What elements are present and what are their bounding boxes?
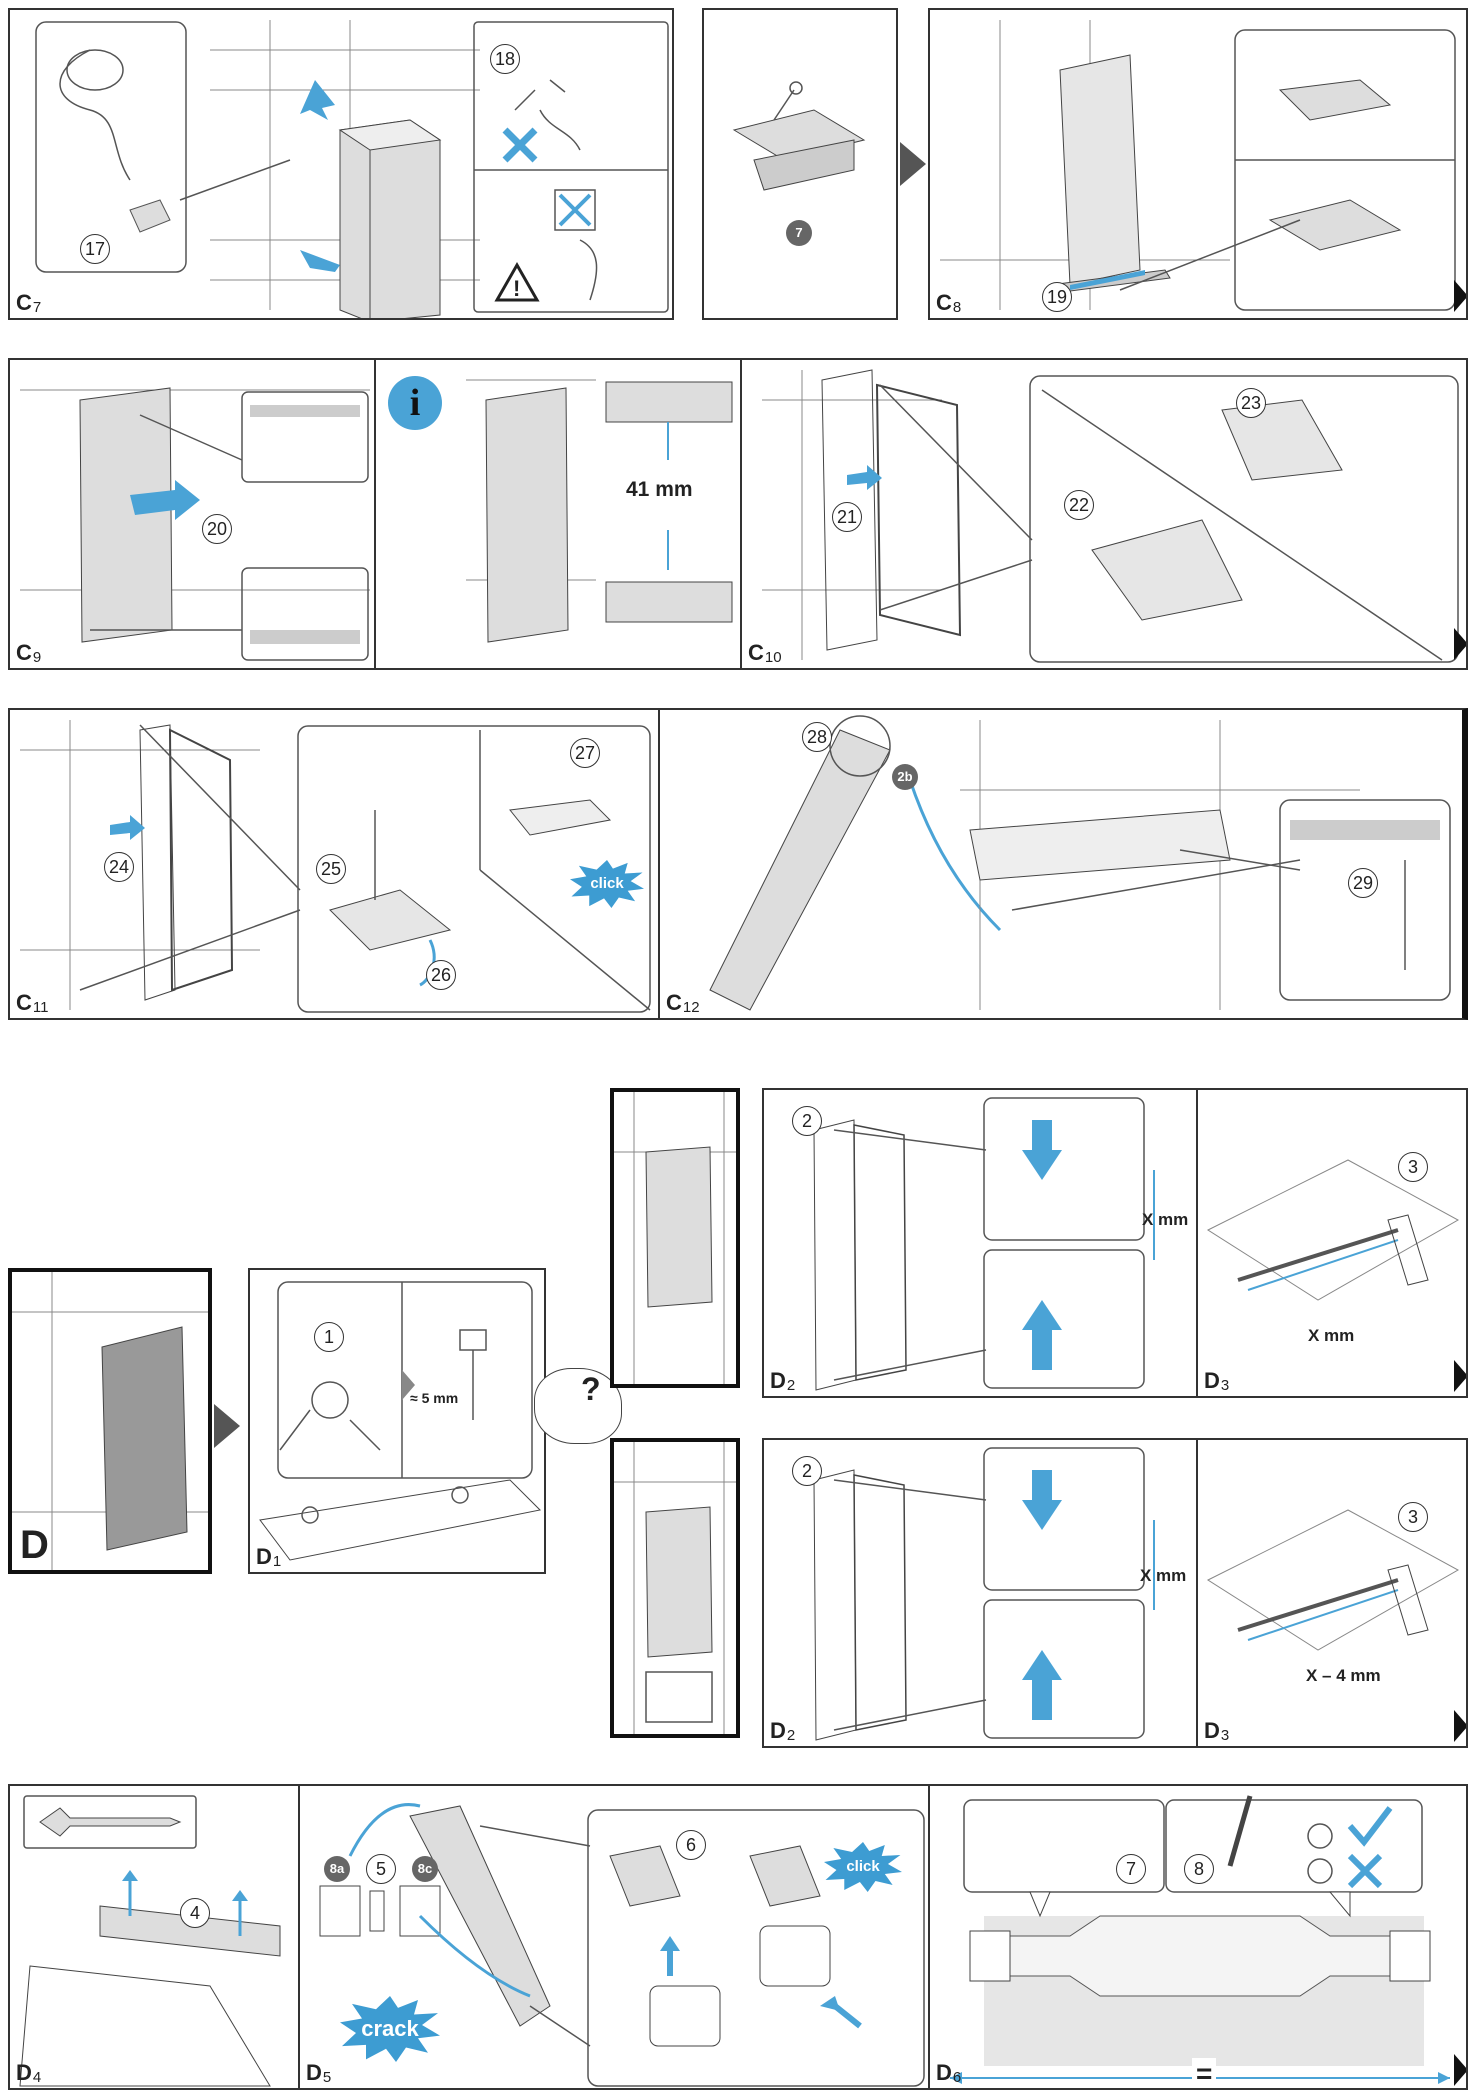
- panel-d6: 7 8 = D6: [928, 1784, 1468, 2090]
- panel-c8-part: 7: [702, 8, 898, 320]
- step-number: 28: [802, 722, 832, 752]
- panel-label: D2: [770, 1368, 796, 1394]
- panel-label: C12: [666, 990, 700, 1016]
- step-number: 8: [1184, 1854, 1214, 1884]
- panel-info: i 41 mm: [374, 358, 742, 670]
- step-number: 2: [792, 1106, 822, 1136]
- illustration-c8: [940, 20, 1456, 311]
- panel-d5: 8a 5 8c crack 6 click D5: [298, 1784, 930, 2090]
- step-number: 25: [316, 854, 346, 884]
- panel-d1: 1 ≈ 5 mm D1: [248, 1268, 546, 1574]
- panel-c7: ! 17 18 C7: [8, 8, 674, 320]
- illustration-d5: [319, 1803, 925, 2087]
- gap-measure: 41 mm: [626, 478, 693, 501]
- step-number: 27: [570, 738, 600, 768]
- panel-c10: 21 22 23 C10: [740, 358, 1468, 670]
- panel-c11: 24 25 26 27 click C11: [8, 708, 660, 1020]
- step-number: 7: [1116, 1854, 1146, 1884]
- next-arrow-icon: [214, 1404, 240, 1448]
- panel-label: D4: [16, 2060, 42, 2086]
- panel-d2-a: 2 X mm D2: [762, 1088, 1198, 1398]
- step-number: 1: [314, 1322, 344, 1352]
- panel-label: D6: [936, 2060, 962, 2086]
- continue-arrow-icon: [1454, 628, 1466, 660]
- bracket-illustration: [732, 81, 866, 191]
- illustration-variant-b: [614, 1442, 736, 1734]
- panel-d4: 4 D4: [8, 1784, 300, 2090]
- illustration-variant-a: [614, 1092, 736, 1384]
- illustration-c12: [709, 715, 1451, 1011]
- illustration-c9: [20, 387, 370, 661]
- step-number: 3: [1398, 1502, 1428, 1532]
- panel-c9: 20 C9: [8, 358, 376, 670]
- info-icon: i: [388, 376, 442, 430]
- step-number: 22: [1064, 490, 1094, 520]
- panel-label: D3: [1204, 1718, 1230, 1744]
- step-number: 23: [1236, 388, 1266, 418]
- panel-label: D5: [306, 2060, 332, 2086]
- panel-label: C11: [16, 990, 49, 1016]
- part-badge: 7: [786, 220, 812, 246]
- step-number: 20: [202, 514, 232, 544]
- continue-arrow-icon: [1454, 2054, 1466, 2086]
- step-number: 18: [490, 44, 520, 74]
- height-measure: X mm: [1142, 1210, 1189, 1229]
- panel-c12: 28 2b 29 C12: [658, 708, 1468, 1020]
- panel-label: D2: [770, 1718, 796, 1744]
- panel-d2-b: 2 X mm D2: [762, 1438, 1198, 1748]
- continue-arrow-icon: [1454, 280, 1466, 312]
- panel-d: D: [8, 1268, 212, 1574]
- gap-measure: ≈ 5 mm: [410, 1390, 459, 1406]
- illustration-d1: [259, 1281, 542, 1561]
- step-number: 17: [80, 234, 110, 264]
- step-number: 19: [1042, 282, 1072, 312]
- step-number: 2: [792, 1456, 822, 1486]
- panel-label: C9: [16, 640, 42, 666]
- step-number: 6: [676, 1830, 706, 1860]
- step-number: 21: [832, 502, 862, 532]
- continue-arrow-icon: [1454, 1360, 1466, 1392]
- illustration-c7: !: [35, 20, 669, 318]
- panel-variant-a: [610, 1088, 740, 1388]
- panel-d3-b: 3 X – 4 mm D3: [1196, 1438, 1468, 1748]
- panel-label: D1: [256, 1544, 282, 1570]
- step-number: 29: [1348, 868, 1378, 898]
- step-number: 3: [1398, 1152, 1428, 1182]
- equal-sign: =: [1192, 2058, 1217, 2088]
- illustration-c10: [762, 369, 1459, 663]
- illustration-info: [466, 379, 733, 643]
- wrench-icon: [39, 1807, 182, 1837]
- panel-label: C8: [936, 290, 962, 316]
- svg-text:!: !: [513, 276, 520, 301]
- panel-label: D3: [1204, 1368, 1230, 1394]
- illustration-d3-a: [1206, 1159, 1460, 1301]
- illustration-d3-b: [1206, 1509, 1460, 1651]
- step-number: 5: [366, 1854, 396, 1884]
- question-cloud-icon: ?: [534, 1368, 622, 1444]
- illustration-d: [12, 1272, 208, 1570]
- panel-label: C10: [748, 640, 782, 666]
- illustration-d2-b: [813, 1447, 1155, 1741]
- height-measure: X mm: [1140, 1566, 1187, 1585]
- illustration-c11: [20, 720, 651, 1013]
- illustration-d6: [950, 1795, 1450, 2084]
- illustration-d2-a: [813, 1097, 1155, 1391]
- step-number: 24: [104, 852, 134, 882]
- continue-arrow-icon: [1454, 1710, 1466, 1742]
- part-badge: 8c: [412, 1856, 438, 1882]
- step-number: 4: [180, 1898, 210, 1928]
- panel-variant-b: [610, 1438, 740, 1738]
- part-badge: 2b: [892, 764, 918, 790]
- width-measure: X mm: [1308, 1326, 1355, 1345]
- panel-d3-a: 3 X mm D3: [1196, 1088, 1468, 1398]
- width-measure: X – 4 mm: [1306, 1666, 1381, 1685]
- step-number: 26: [426, 960, 456, 990]
- panel-label: C7: [16, 290, 42, 316]
- panel-label: D: [20, 1523, 49, 1567]
- illustration-d4: [19, 1795, 281, 2087]
- part-badge: 8a: [324, 1856, 350, 1882]
- panel-c8: 19 C8: [928, 8, 1468, 320]
- next-arrow-icon: [900, 142, 926, 186]
